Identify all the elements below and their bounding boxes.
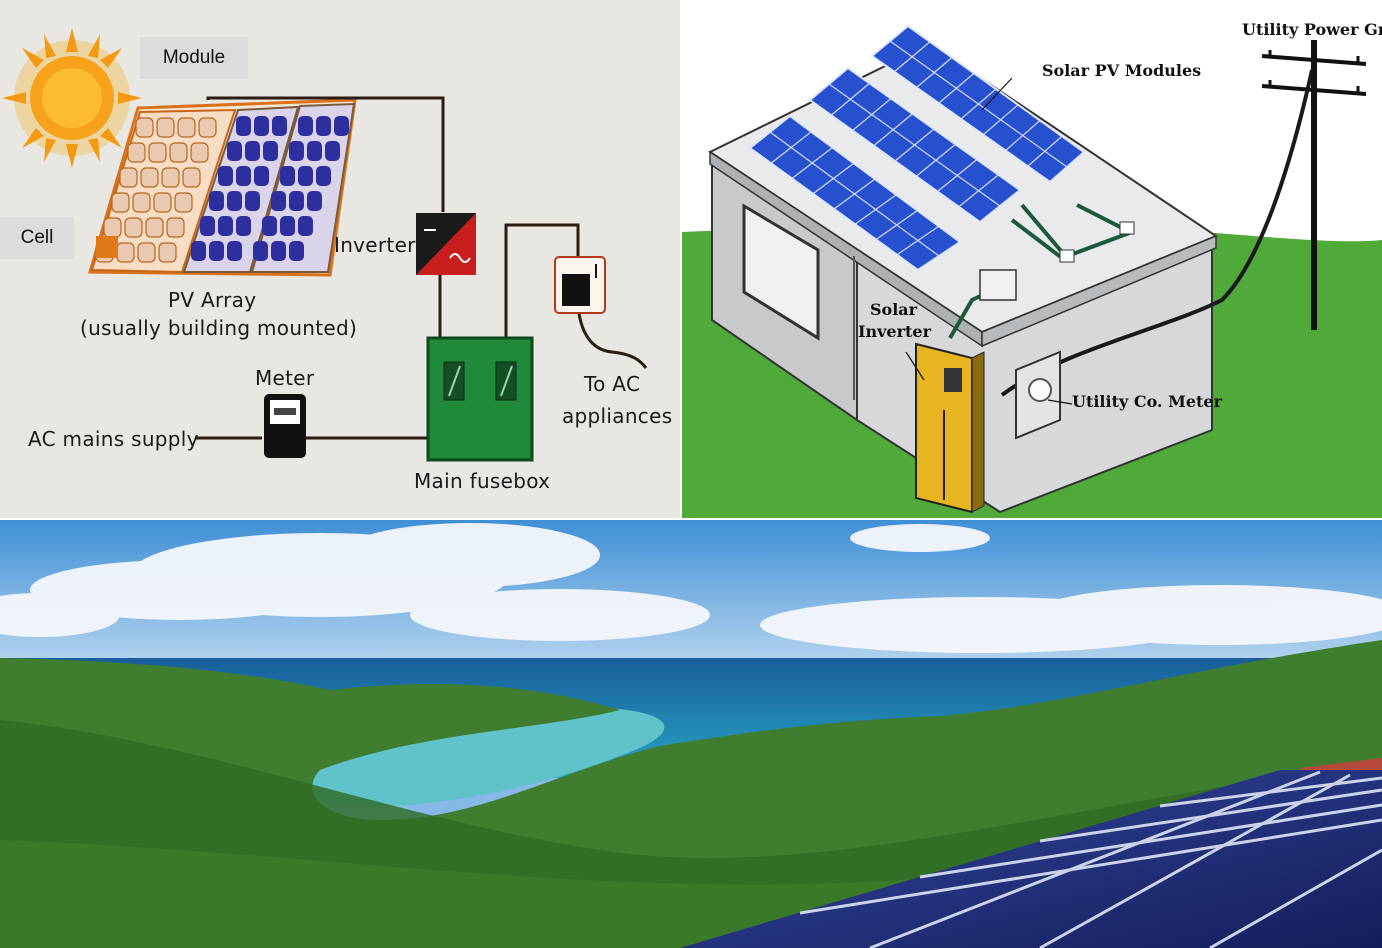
pv-cell xyxy=(135,117,154,138)
pv-cell xyxy=(218,216,233,236)
pv-cell xyxy=(236,216,251,236)
pv-cell xyxy=(227,191,242,211)
pv-cell xyxy=(236,166,251,186)
pv-cell xyxy=(103,217,122,238)
grid-tied-house-drawing xyxy=(682,24,1382,518)
pv-cell xyxy=(289,241,304,261)
pv-cell xyxy=(325,141,340,161)
sun-icon xyxy=(2,28,142,168)
pv-cell xyxy=(132,192,151,213)
pv-cell xyxy=(148,142,167,163)
appliances-label: appliances xyxy=(562,404,673,428)
pv-cell xyxy=(236,116,251,136)
pv-cell xyxy=(111,192,130,213)
ac-mains-label: AC mains supply xyxy=(28,427,199,451)
fusebox-label: Main fusebox xyxy=(414,469,551,493)
pv-cell xyxy=(156,117,175,138)
pv-cell xyxy=(263,141,278,161)
pv-cell xyxy=(253,241,268,261)
pv-cell xyxy=(254,166,269,186)
pv-cell xyxy=(218,166,233,186)
pv-cell xyxy=(245,191,260,211)
pv-cell xyxy=(124,217,143,238)
photo-scene xyxy=(0,520,1382,948)
pv-cell xyxy=(140,167,159,188)
pv-cell xyxy=(182,167,201,188)
pv-cell xyxy=(334,116,349,136)
pv-cell xyxy=(137,242,156,263)
ac-socket xyxy=(554,256,606,314)
pv-cell xyxy=(254,116,269,136)
pv-array-sublabel: (usually building mounted) xyxy=(80,316,358,340)
pv-cell xyxy=(272,116,287,136)
pv-cell xyxy=(307,141,322,161)
inverter-box xyxy=(416,213,476,275)
pv-cell xyxy=(271,241,286,261)
pv-cell xyxy=(227,241,242,261)
module-tag: Module xyxy=(140,37,248,79)
module-grid-line xyxy=(769,131,940,257)
pv-cell xyxy=(145,217,164,238)
pv-cell xyxy=(245,141,260,161)
highlighted-cell xyxy=(96,236,118,258)
coastal-solar-photo xyxy=(0,520,1382,948)
solar-inverter-cabinet xyxy=(915,342,985,514)
pv-cell xyxy=(271,191,286,211)
module-grid-line xyxy=(828,83,1001,207)
pv-cell xyxy=(298,116,313,136)
pv-cell xyxy=(289,141,304,161)
pv-array-label: PV Array xyxy=(168,288,257,312)
inverter-label: Inverter xyxy=(334,233,416,257)
pv-cell xyxy=(289,191,304,211)
grid-cable xyxy=(1000,69,1314,397)
pv-schematic-drawing xyxy=(2,28,648,462)
module-grid-line xyxy=(889,40,1068,168)
pv-cell xyxy=(316,166,331,186)
pv-cell xyxy=(153,192,172,213)
cell-tag: Cell xyxy=(0,217,74,259)
clouds xyxy=(0,523,1382,653)
utility-meter xyxy=(1015,350,1061,440)
pv-cell xyxy=(158,242,177,263)
pv-cell xyxy=(307,191,322,211)
pv-modules-label: Solar PV Modules xyxy=(1042,61,1202,80)
pv-cell xyxy=(198,117,217,138)
main-fusebox xyxy=(426,336,534,462)
pv-cell xyxy=(161,167,180,188)
pv-cell xyxy=(191,241,206,261)
utility-grid-label: Utility Power Grid xyxy=(1242,20,1382,39)
junction-box xyxy=(979,269,1017,301)
grid-tied-house-panel: Utility Power Grid Solar PV Modules Sola… xyxy=(682,0,1382,518)
pv-cell xyxy=(119,167,138,188)
meter-label: Meter xyxy=(255,366,315,390)
pv-cell xyxy=(209,241,224,261)
solar-label: Solar xyxy=(870,300,918,319)
pv-cell xyxy=(280,166,295,186)
pv-cell xyxy=(190,142,209,163)
pv-schematic-panel: Module Cell Inverter PV Array (usually b… xyxy=(0,0,680,518)
pv-cell xyxy=(298,216,313,236)
pv-cell xyxy=(298,166,313,186)
pv-cell xyxy=(280,216,295,236)
pv-cell xyxy=(316,116,331,136)
solar-panel-array xyxy=(680,770,1382,948)
pv-cell xyxy=(227,141,242,161)
pv-cell xyxy=(262,216,277,236)
pv-cell xyxy=(200,216,215,236)
pv-cell xyxy=(174,192,193,213)
pv-array xyxy=(88,98,357,277)
pv-cell xyxy=(116,242,135,263)
pv-cell xyxy=(169,142,188,163)
solar-pv-modules xyxy=(748,24,1086,272)
electricity-meter xyxy=(264,394,306,458)
utility-meter-label: Utility Co. Meter xyxy=(1072,392,1222,411)
pv-cell xyxy=(209,191,224,211)
pv-cell xyxy=(177,117,196,138)
to-ac-label: To AC xyxy=(584,372,641,396)
pv-cell xyxy=(166,217,185,238)
utility-power-pole xyxy=(1261,40,1367,330)
pv-cell xyxy=(127,142,146,163)
inverter-label-2: Inverter xyxy=(858,322,932,341)
